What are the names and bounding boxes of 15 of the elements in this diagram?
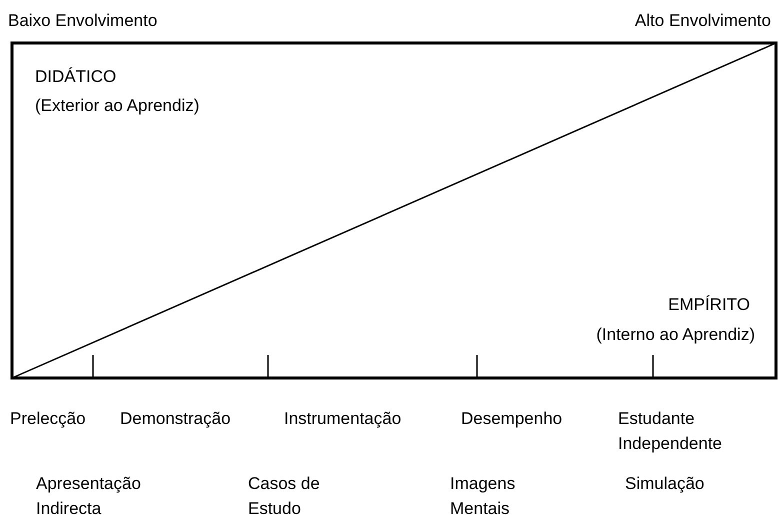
region-subtitle: (Interno ao Aprendiz) bbox=[596, 324, 755, 346]
method-label: Estudante Independente bbox=[618, 408, 723, 455]
region-subtitle: (Exterior ao Aprendiz) bbox=[35, 95, 200, 117]
method-label: Imagens Mentais bbox=[450, 473, 516, 515]
region-title: EMPÍRITO bbox=[668, 294, 750, 316]
axis-label: Baixo Envolvimento bbox=[8, 10, 158, 32]
method-label: Apresentação Indirecta bbox=[36, 473, 142, 515]
region-title: DIDÁTICO bbox=[35, 66, 116, 88]
method-label: Prelecção bbox=[10, 408, 86, 430]
method-label: Demonstração bbox=[120, 408, 231, 430]
axis-label: Alto Envolvimento bbox=[634, 10, 771, 32]
method-label: Instrumentação bbox=[284, 408, 402, 430]
method-label: Casos de Estudo bbox=[248, 473, 321, 515]
method-label: Simulação bbox=[625, 473, 704, 495]
method-label: Desempenho bbox=[461, 408, 562, 430]
